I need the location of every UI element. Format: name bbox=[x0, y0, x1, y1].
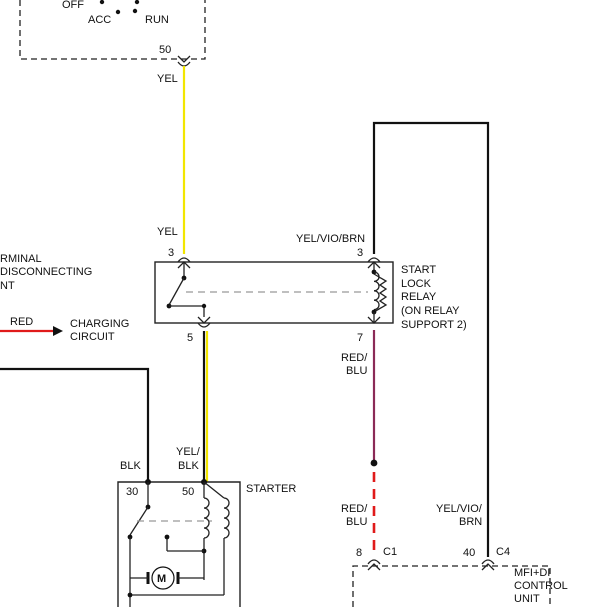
relay-contact-dot bbox=[201, 303, 207, 309]
starter-pin-label: 30 bbox=[126, 486, 138, 498]
relay-coil-icon bbox=[373, 271, 380, 311]
wire-label-yel-blk: YEL/ bbox=[176, 446, 201, 458]
wire-label-red: RED bbox=[10, 316, 33, 328]
relay-name: RELAY bbox=[401, 291, 437, 303]
starter-coil-icon bbox=[223, 497, 230, 539]
relay-name: SUPPORT 2) bbox=[401, 319, 467, 331]
connector-symbol bbox=[481, 559, 495, 571]
switch-contact-dot bbox=[132, 8, 138, 14]
ignition-switch-frame bbox=[19, 0, 206, 60]
connector-symbol bbox=[367, 559, 381, 571]
arrow-icon bbox=[53, 326, 63, 336]
relay-name: (ON RELAY bbox=[401, 305, 460, 317]
charging-circuit-label: CHARGING bbox=[70, 318, 129, 330]
wire-label-red-blu: BLU bbox=[346, 365, 367, 377]
wire-label-red-blu: RED/ bbox=[341, 503, 368, 515]
switch-contact-dot bbox=[134, 0, 140, 5]
terminal-disconnect-label: DISCONNECTING bbox=[0, 266, 92, 278]
switch-contact-dot bbox=[115, 9, 121, 15]
wire-label-yel: YEL bbox=[157, 226, 178, 238]
connector-symbol bbox=[197, 316, 211, 328]
switch-terminal-label: 50 bbox=[159, 44, 171, 56]
starter-ground-dot bbox=[127, 592, 133, 598]
charging-circuit-label: CIRCUIT bbox=[70, 331, 115, 343]
start-lock-relay: 3 3 5 7 START LOCK RELAY (ON RELAY SUPPO… bbox=[154, 247, 467, 344]
relay-frame bbox=[154, 261, 394, 324]
control-unit-name: CONTROL bbox=[514, 580, 568, 592]
motor-icon bbox=[151, 566, 175, 590]
control-unit-connector: C4 bbox=[496, 546, 510, 558]
starter-frame bbox=[117, 481, 241, 607]
wire-label-yel-vio-brn: YEL/VIO/BRN bbox=[296, 233, 365, 245]
starter: STARTER 30 50 M bbox=[117, 479, 296, 607]
relay-name: LOCK bbox=[401, 278, 432, 290]
control-unit-pin: 8 bbox=[356, 547, 362, 559]
splice-dot bbox=[370, 459, 378, 467]
relay-pin-label: 3 bbox=[357, 247, 363, 259]
relay-name: START bbox=[401, 264, 436, 276]
starter-coil-dot bbox=[164, 534, 170, 540]
relay-resistor-icon bbox=[373, 273, 388, 313]
control-unit-name: MFI+DI bbox=[514, 567, 550, 579]
relay-pin-label: 5 bbox=[187, 332, 193, 344]
relay-pin-label: 7 bbox=[357, 332, 363, 344]
wire-label-red-blu: BLU bbox=[346, 516, 367, 528]
control-unit-name: UNIT bbox=[514, 593, 540, 605]
switch-position-off: OFF bbox=[62, 0, 84, 11]
control-unit: 8 C1 40 C4 MFI+DI CONTROL UNIT bbox=[352, 546, 568, 607]
connector-symbol bbox=[177, 55, 191, 67]
starter-name: STARTER bbox=[246, 483, 296, 495]
control-unit-pin: 40 bbox=[463, 547, 475, 559]
wire-label-red-blu: RED/ bbox=[341, 352, 368, 364]
control-unit-connector: C1 bbox=[383, 546, 397, 558]
relay-pin-label: 3 bbox=[168, 247, 174, 259]
motor-label: M bbox=[157, 573, 166, 585]
starter-coil-lead bbox=[203, 481, 225, 499]
terminal-disconnect-label: NT bbox=[0, 280, 15, 292]
starter-pin-label: 50 bbox=[182, 486, 194, 498]
ignition-switch: OFF ACC RUN 50 bbox=[19, 0, 206, 60]
relay-contact-arm bbox=[168, 277, 185, 306]
wire-blk bbox=[0, 367, 150, 482]
wire-label-yel: YEL bbox=[157, 73, 178, 85]
wire-label-yel-vio-brn: YEL/VIO/ bbox=[436, 503, 483, 515]
wire-label-blk: BLK bbox=[120, 460, 141, 472]
switch-position-run: RUN bbox=[145, 14, 169, 26]
switch-contact-dot bbox=[99, 0, 105, 5]
starter-coil-icon bbox=[203, 497, 210, 539]
wire-yel-vio-brn bbox=[372, 121, 490, 557]
switch-position-acc: ACC bbox=[88, 14, 111, 26]
terminal-disconnect-label: RMINAL bbox=[0, 253, 42, 265]
control-unit-frame bbox=[352, 565, 551, 607]
wire-label-yel-blk: BLK bbox=[178, 460, 199, 472]
wire-label-yel-vio-brn: BRN bbox=[459, 516, 482, 528]
